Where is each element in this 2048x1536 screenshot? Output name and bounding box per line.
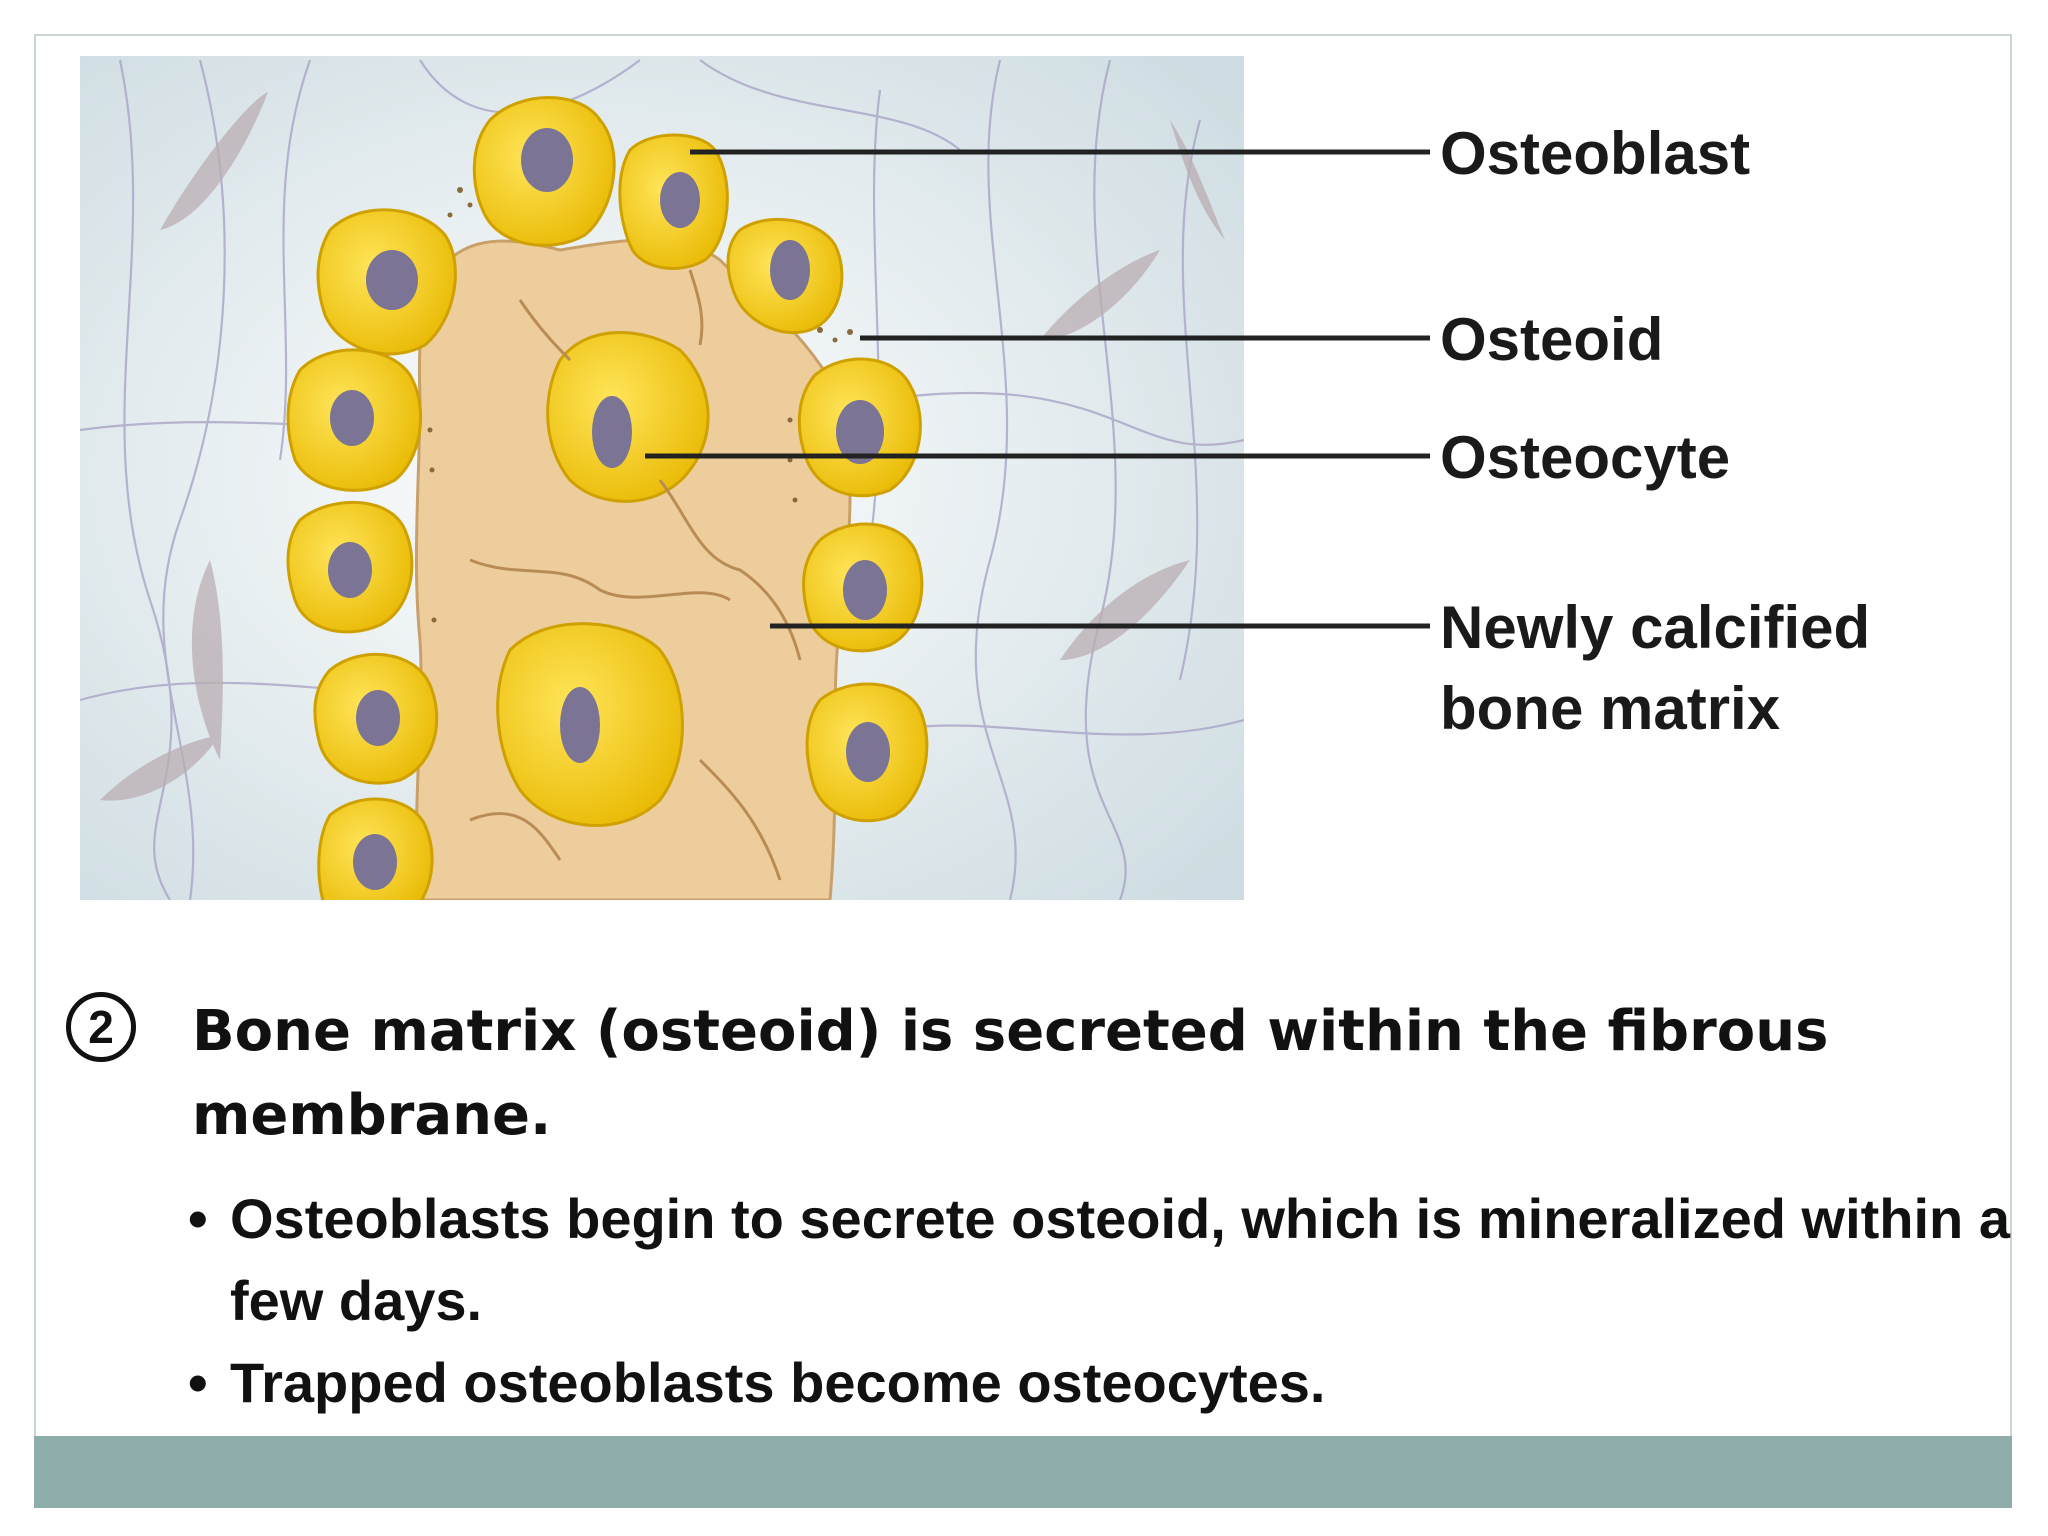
osteoblast-cell: [472, 96, 616, 247]
osteoblast-cell: [286, 500, 414, 634]
leader-lines: [645, 149, 1430, 629]
osteoblast-cell: [797, 357, 922, 498]
osteoblast-cell: [313, 652, 439, 785]
osteoblast-cell: [316, 208, 457, 356]
osteoblast-cell: [317, 797, 434, 900]
bullet-list: • Osteoblasts begin to secrete osteoid, w…: [188, 1178, 2018, 1424]
bullet-text: Osteoblasts begin to secrete osteoid, wh…: [230, 1187, 2010, 1332]
osteocytes: [496, 331, 710, 827]
step-number-badge: 2: [66, 992, 136, 1062]
osteoid-granules: [427, 187, 853, 623]
bullet-item: • Trapped osteoblasts become osteocytes.: [188, 1342, 2018, 1424]
fibroblasts: [100, 92, 1225, 801]
bullet-dot: •: [188, 1351, 208, 1414]
osteoblast-label: Osteoblast: [1440, 120, 1751, 187]
step-title: Bone matrix (osteoid) is secreted within…: [192, 999, 1829, 1148]
osteoblast-cell: [618, 133, 729, 270]
osteoblast-cell: [805, 682, 929, 823]
bullet-item: • Osteoblasts begin to secrete osteoid, w…: [188, 1178, 2018, 1342]
osteoblast-cell: [802, 522, 924, 653]
bone-formation-diagram: [80, 56, 1430, 900]
osteoblasts: [286, 96, 929, 900]
bullet-dot: •: [188, 1187, 208, 1250]
bullet-text: Trapped osteoblasts become osteocytes.: [230, 1351, 1326, 1414]
osteoid-label: Osteoid: [1440, 306, 1664, 373]
footer-band: [34, 1436, 2012, 1508]
osteocyte-label: Osteocyte: [1440, 424, 1731, 491]
osteoblast-cell: [726, 217, 844, 335]
bone-matrix-label-line1: Newly calcified: [1440, 594, 1871, 661]
bone-matrix-label-line2: bone matrix: [1440, 675, 1781, 742]
osteoblast-cell: [286, 348, 423, 492]
